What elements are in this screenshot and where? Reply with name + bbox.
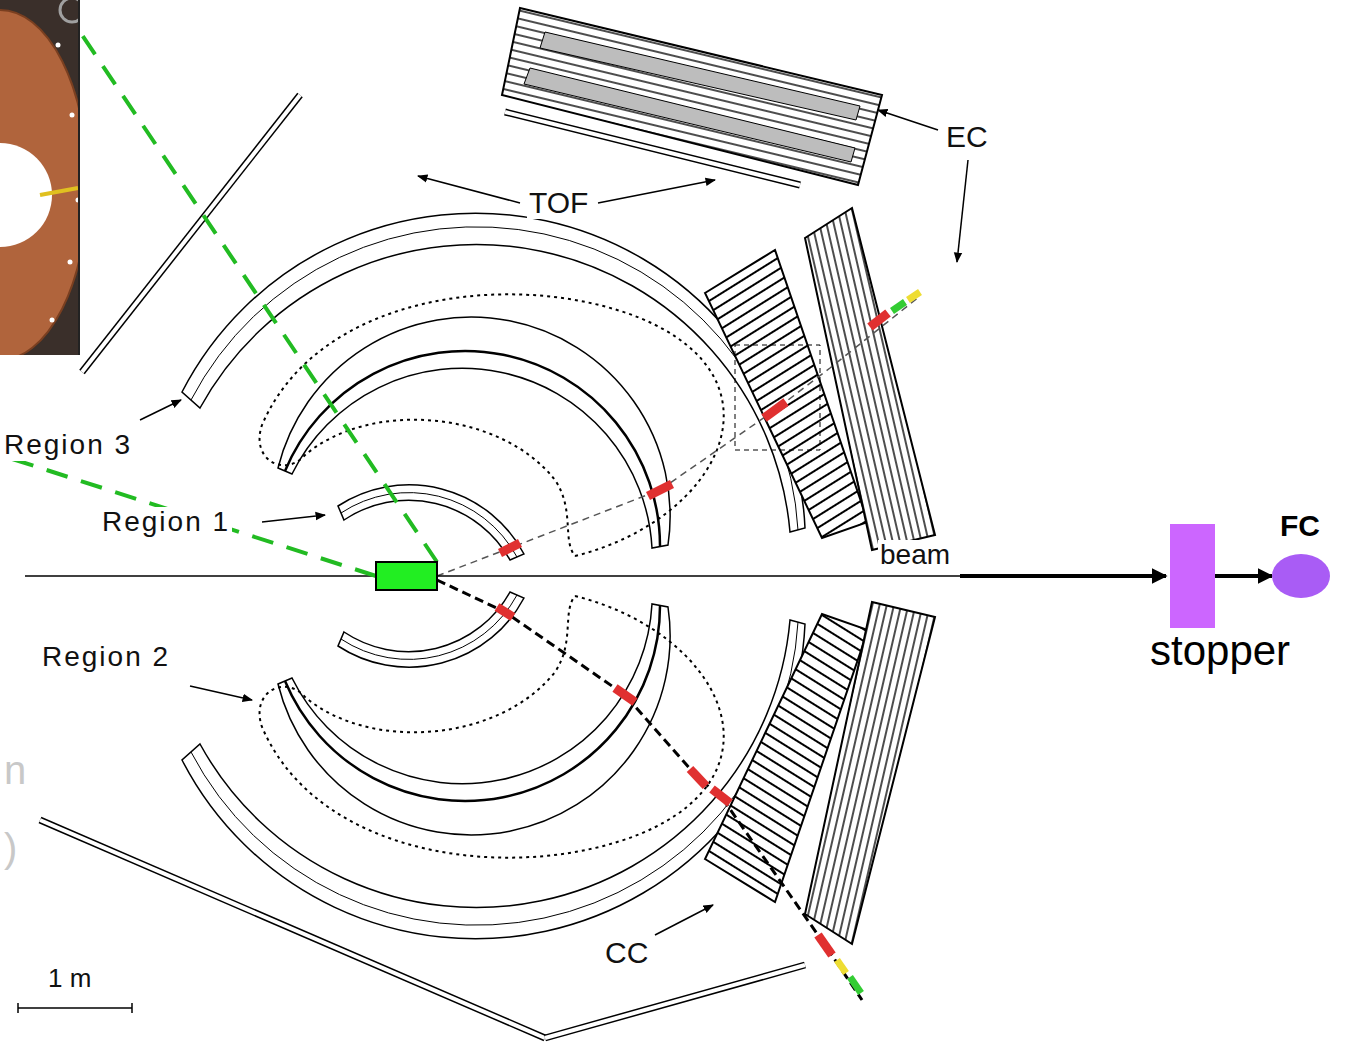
target-flange (0, 10, 80, 355)
scale-tick (17, 1003, 19, 1013)
hit-mark (908, 292, 920, 300)
hit-mark (497, 607, 513, 617)
hit-mark (648, 484, 672, 496)
detector-sector (182, 208, 935, 560)
calorimeter-top (502, 8, 882, 185)
hit-mark (818, 935, 832, 955)
tof-strip (505, 112, 800, 185)
hit-mark (615, 688, 635, 702)
node-label: FC (1280, 509, 1320, 542)
beam-line (25, 575, 962, 577)
faded-text: n (2, 748, 28, 792)
target-rod (40, 188, 78, 195)
photo-inset (0, 0, 80, 355)
detector-label: CC (603, 936, 650, 969)
tof-strip (82, 95, 300, 372)
region-label: Region 3 (2, 430, 134, 461)
ring (60, 0, 80, 22)
region3-layer (191, 227, 798, 530)
label-arrow (190, 686, 252, 700)
hit-mark (764, 402, 786, 418)
hit-mark (712, 789, 730, 803)
bolt (56, 43, 61, 48)
detector-sector-mirror (182, 592, 935, 944)
region2-chamber (278, 317, 670, 548)
faded-text: ) (2, 826, 19, 870)
scale-tick (131, 1003, 133, 1013)
hit-mark (850, 977, 861, 993)
photo-leader (82, 35, 437, 562)
label-arrow (655, 905, 713, 935)
photo-leader (0, 455, 376, 576)
label-arrows (140, 110, 968, 935)
ec-layer (524, 68, 855, 162)
hit-mark (870, 313, 888, 327)
target-cell (376, 562, 437, 590)
torus-coil (260, 294, 724, 556)
bolt (68, 260, 73, 265)
node-label: stopper (1150, 628, 1290, 674)
detector-label: EC (944, 120, 990, 153)
label-arrow (418, 176, 520, 203)
calorimeter (805, 208, 935, 550)
label-arrow (957, 160, 968, 262)
beam-connector (1215, 574, 1272, 578)
tof-strip (505, 112, 800, 185)
region-label: Region 1 (100, 507, 232, 538)
tof-counters (40, 95, 805, 1038)
ec-module (502, 8, 882, 185)
detail-box (735, 345, 820, 450)
hit-mark (892, 302, 905, 311)
particle-track (437, 296, 920, 576)
ec-layer (540, 32, 860, 120)
label-arrow (140, 400, 181, 420)
particle-track (437, 580, 862, 1000)
bolt (70, 113, 75, 118)
hit-mark (500, 543, 520, 553)
bolt (50, 318, 55, 323)
tof-strip (82, 95, 300, 372)
ellipse-outline (1272, 554, 1330, 598)
scale-label: 1 m (46, 964, 93, 993)
region2-layer (285, 351, 660, 546)
beam-label: beam (878, 540, 952, 571)
hits (497, 292, 920, 993)
detector-label: TOF (527, 186, 590, 219)
beam-stopper: stopper (1170, 524, 1215, 628)
label-arrow (262, 515, 325, 522)
ellipse-shape (1272, 554, 1330, 598)
scale-bar (18, 1003, 132, 1013)
hit-mark (690, 769, 706, 786)
hit-mark (837, 960, 846, 973)
region-label: Region 2 (40, 642, 172, 673)
beam-arrow (960, 574, 1166, 578)
photo-border (78, 0, 80, 355)
scale-line (18, 1007, 132, 1009)
region3-chamber (182, 213, 805, 532)
tof-strip (545, 965, 805, 1038)
label-arrow (878, 110, 938, 130)
region1-chamber (338, 485, 524, 560)
label-arrow (598, 180, 715, 203)
tof-strip (545, 965, 805, 1038)
faraday-cup: FC (1272, 554, 1330, 598)
